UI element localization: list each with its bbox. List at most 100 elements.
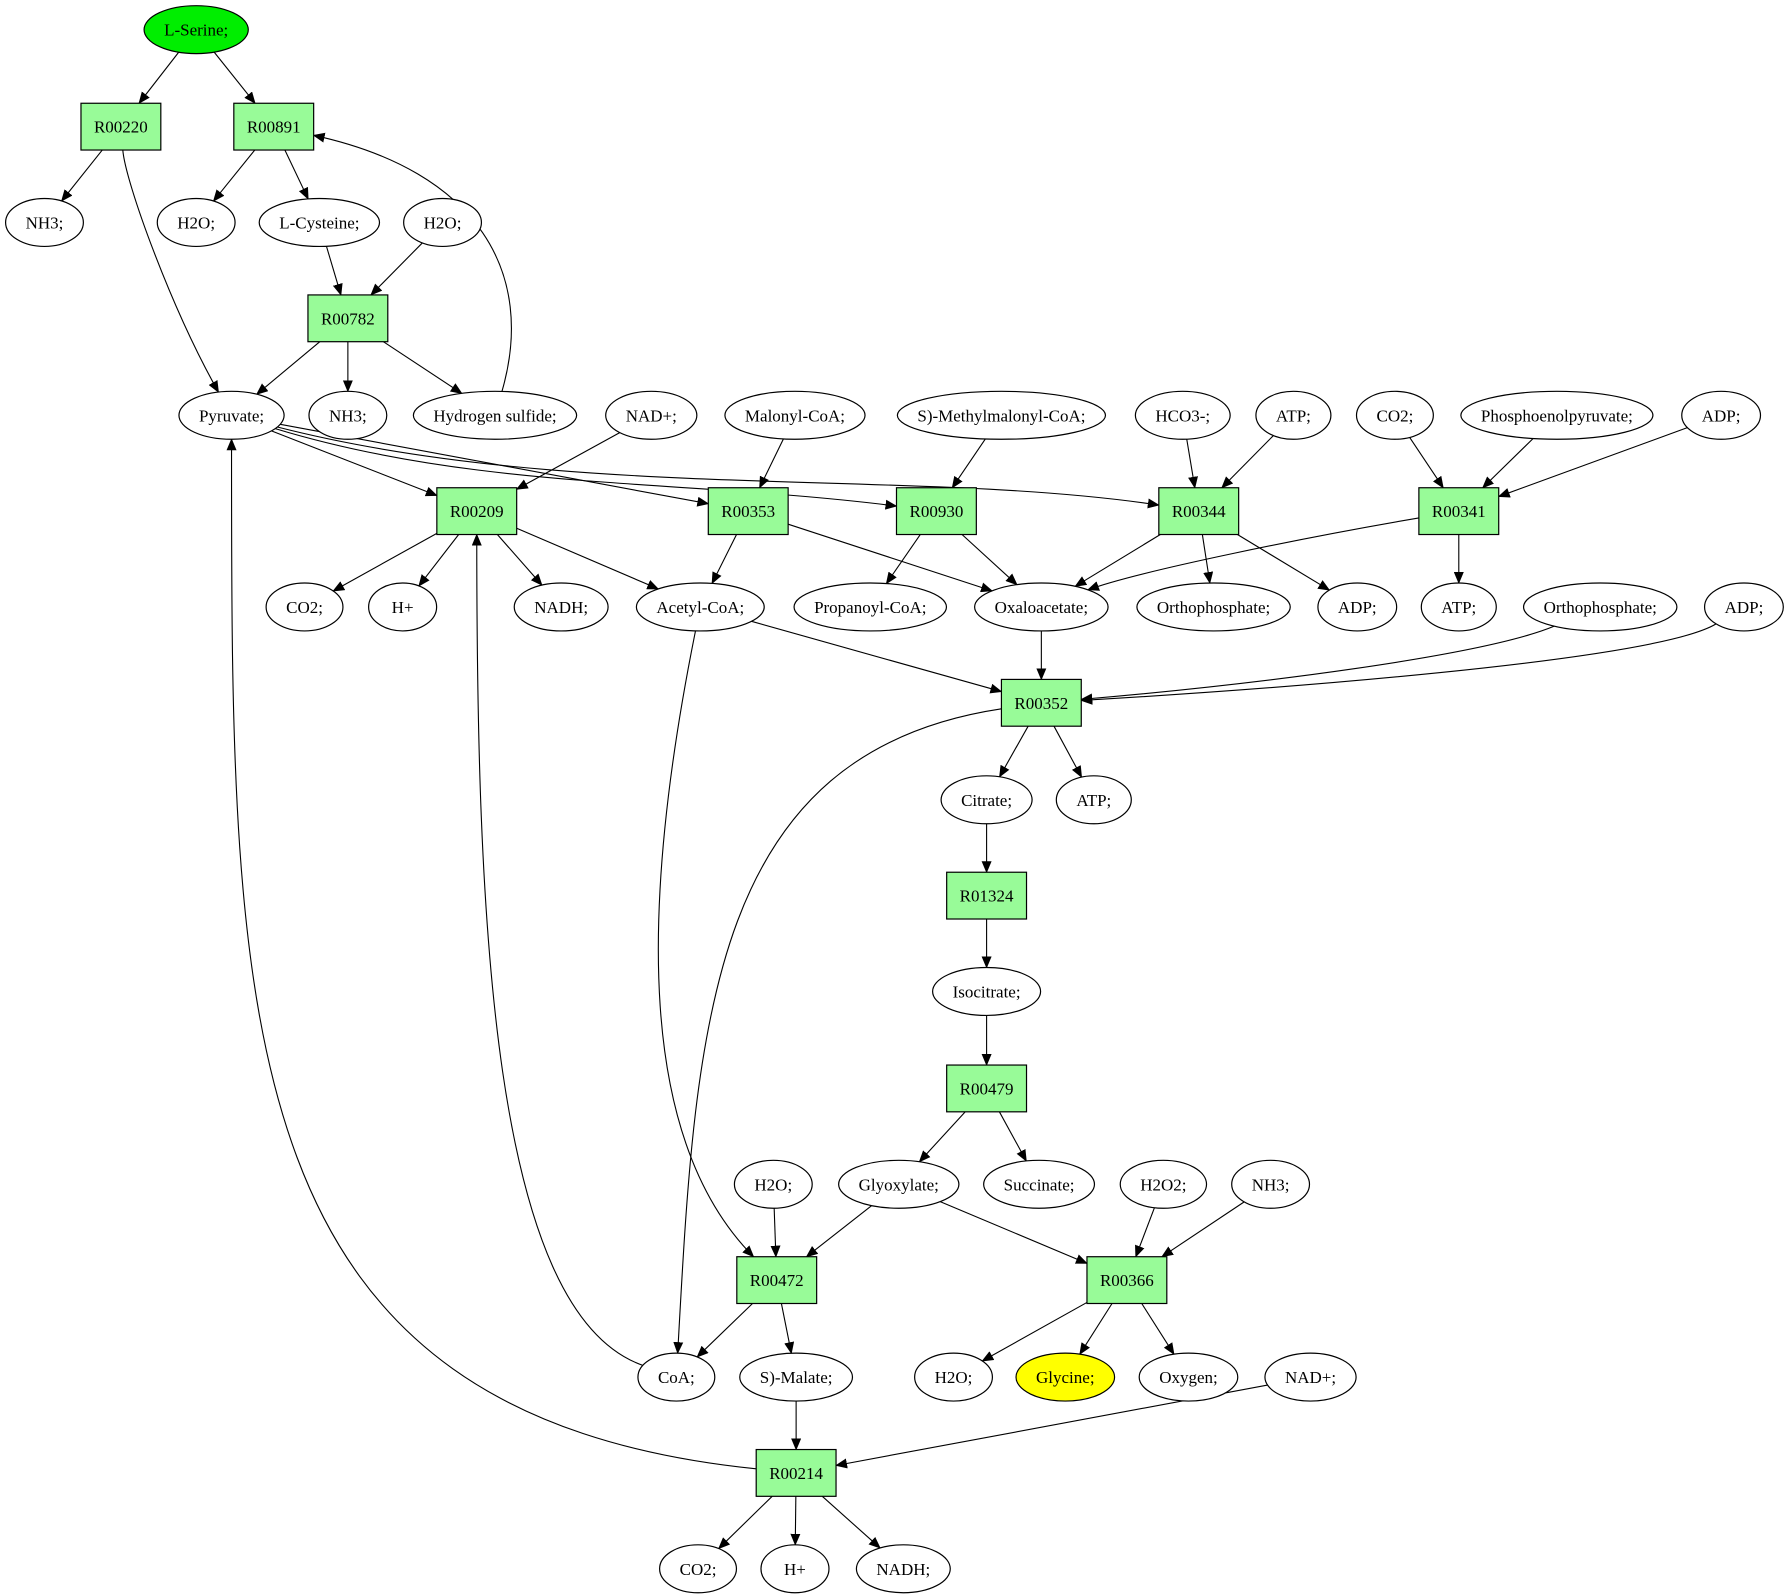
edge-r00214-to-n-nadh-b	[821, 1495, 881, 1549]
node-label: Oxaloacetate;	[995, 598, 1088, 617]
reaction-node-r00214: R00214	[755, 1448, 837, 1497]
edge-n-glyoxylate-to-r00366	[939, 1201, 1088, 1264]
edge-n-atp-a-to-r00344	[1221, 435, 1274, 489]
compound-ellipse	[1138, 1352, 1239, 1402]
edge-r00366-to-n-h2o-d	[981, 1301, 1088, 1362]
node-label: CO2;	[286, 598, 323, 617]
node-label: H2O;	[177, 213, 215, 232]
compound-node-n-nh3-b: NH3;	[308, 390, 388, 440]
edge-n-serine-to-r00891	[213, 51, 256, 105]
compound-ellipse	[1522, 582, 1678, 632]
edge-n-malonyl-to-r00353	[759, 438, 784, 489]
node-label: Orthophosphate;	[1544, 598, 1657, 617]
node-label: Acetyl-CoA;	[656, 598, 744, 617]
compound-node-n-atp-b: ATP;	[1420, 582, 1497, 632]
edge-r00353-to-n-oxaloacetate	[787, 523, 993, 593]
node-label: HCO3-;	[1155, 406, 1210, 425]
node-label: ADP;	[1702, 406, 1741, 425]
compound-ellipse	[1681, 390, 1762, 440]
edge-n-coa-to-r00209	[471, 533, 644, 1366]
reaction-box	[946, 871, 1028, 920]
edge-n-adp-c-to-r00352	[1080, 623, 1717, 705]
edge-n-acetylcoa-to-r00352	[751, 620, 1003, 694]
node-label: CO2;	[680, 1560, 717, 1579]
edge-n-pyruvate-to-r00344	[277, 426, 1160, 509]
compound-ellipse	[265, 582, 344, 632]
edge-r00472-to-n-coa	[696, 1303, 753, 1358]
edges-layer	[61, 51, 1717, 1550]
node-label: R00220	[94, 118, 148, 137]
compound-node-n-h2o-a: H2O;	[156, 197, 236, 248]
compound-node-n-h2o-d: H2O;	[914, 1352, 994, 1402]
compound-node-n-malonyl: Malonyl-CoA;	[724, 390, 866, 440]
edge-n-serine-to-r00220	[138, 51, 180, 105]
compound-ellipse	[838, 1159, 960, 1209]
edge-r00209-to-n-nadh-a	[496, 534, 543, 586]
edge-r00366-to-n-glycine	[1079, 1303, 1113, 1356]
edge-r00352-to-n-atp-c	[1053, 725, 1083, 779]
compound-node-n-atp-c: ATP;	[1055, 775, 1132, 825]
edge-n-h2s-to-r00891	[312, 132, 512, 392]
edge-r00353-to-n-acetylcoa	[711, 534, 738, 585]
node-label: R00353	[721, 502, 775, 521]
compound-ellipse	[635, 582, 765, 632]
compound-node-n-pi-a: Orthophosphate;	[1136, 582, 1291, 632]
compound-ellipse	[983, 1159, 1096, 1209]
edge-r00209-to-n-acetylcoa	[516, 527, 660, 590]
edge-n-h2o-b-to-r00782	[370, 242, 423, 296]
compound-ellipse	[793, 582, 948, 632]
compound-node-n-methylmalonyl: S)-Methylmalonyl-CoA;	[896, 390, 1107, 440]
edge-n-pi-b-to-r00352	[1080, 625, 1555, 704]
node-label: ADP;	[1338, 598, 1377, 617]
node-label: H2O;	[935, 1368, 973, 1387]
reaction-box	[233, 102, 315, 151]
compound-node-n-succinate: Succinate;	[983, 1159, 1096, 1209]
edge-r00352-to-n-citrate	[999, 725, 1029, 778]
compound-node-n-co2-a: CO2;	[1355, 390, 1434, 440]
node-label: Oxygen;	[1159, 1368, 1218, 1387]
compound-ellipse	[143, 5, 249, 55]
node-label: ADP;	[1725, 598, 1764, 617]
compound-node-n-citrate: Citrate;	[940, 775, 1033, 825]
compound-node-n-h-a: H+	[368, 582, 438, 632]
compound-ellipse	[1231, 1159, 1311, 1209]
compound-ellipse	[605, 390, 698, 440]
compound-node-n-h2s: Hydrogen sulfide;	[412, 390, 578, 440]
compound-node-n-h-b: H+	[760, 1544, 830, 1594]
compound-ellipse	[308, 390, 388, 440]
node-label: ATP;	[1441, 598, 1476, 617]
compound-ellipse	[412, 390, 578, 440]
reaction-node-r00353: R00353	[707, 487, 789, 536]
edge-n-methylmalonyl-to-r00930	[951, 438, 986, 489]
edge-r00209-to-n-h-a	[418, 534, 460, 587]
edge-n-cysteine-to-r00782	[325, 246, 343, 296]
node-label: R00341	[1432, 502, 1486, 521]
edge-r00891-to-n-h2o-a	[212, 149, 256, 202]
edge-r00214-to-n-pyruvate	[226, 438, 757, 1470]
reaction-box	[1418, 487, 1500, 536]
edge-r00344-to-n-adp-b	[1237, 534, 1331, 591]
node-label: NAD+;	[1285, 1368, 1336, 1387]
compound-node-n-hco3: HCO3-;	[1134, 390, 1231, 440]
compound-node-n-propanoyl: Propanoyl-CoA;	[793, 582, 948, 632]
node-label: H2O2;	[1140, 1175, 1186, 1194]
reaction-node-r00209: R00209	[436, 487, 518, 536]
edge-r00472-to-n-malate	[780, 1303, 795, 1355]
compound-ellipse	[1119, 1159, 1208, 1209]
node-label: Malonyl-CoA;	[745, 406, 845, 425]
compound-ellipse	[1460, 390, 1654, 440]
compound-ellipse	[1703, 582, 1784, 632]
node-label: R00472	[750, 1271, 804, 1290]
compound-ellipse	[156, 197, 236, 248]
node-label: NH3;	[26, 213, 64, 232]
compound-ellipse	[403, 197, 483, 248]
compound-ellipse	[1264, 1352, 1357, 1402]
edge-n-glyoxylate-to-r00472	[805, 1205, 872, 1258]
edge-r00891-to-n-cysteine	[284, 149, 309, 200]
node-label: ATP;	[1276, 406, 1311, 425]
edge-r00214-to-n-co2-c	[717, 1495, 773, 1550]
reaction-node-r00472: R00472	[736, 1256, 818, 1305]
node-label: H+	[784, 1560, 806, 1579]
edge-n-nh3-c-to-r00366	[1161, 1201, 1245, 1258]
compound-node-n-adp-c: ADP;	[1703, 582, 1784, 632]
